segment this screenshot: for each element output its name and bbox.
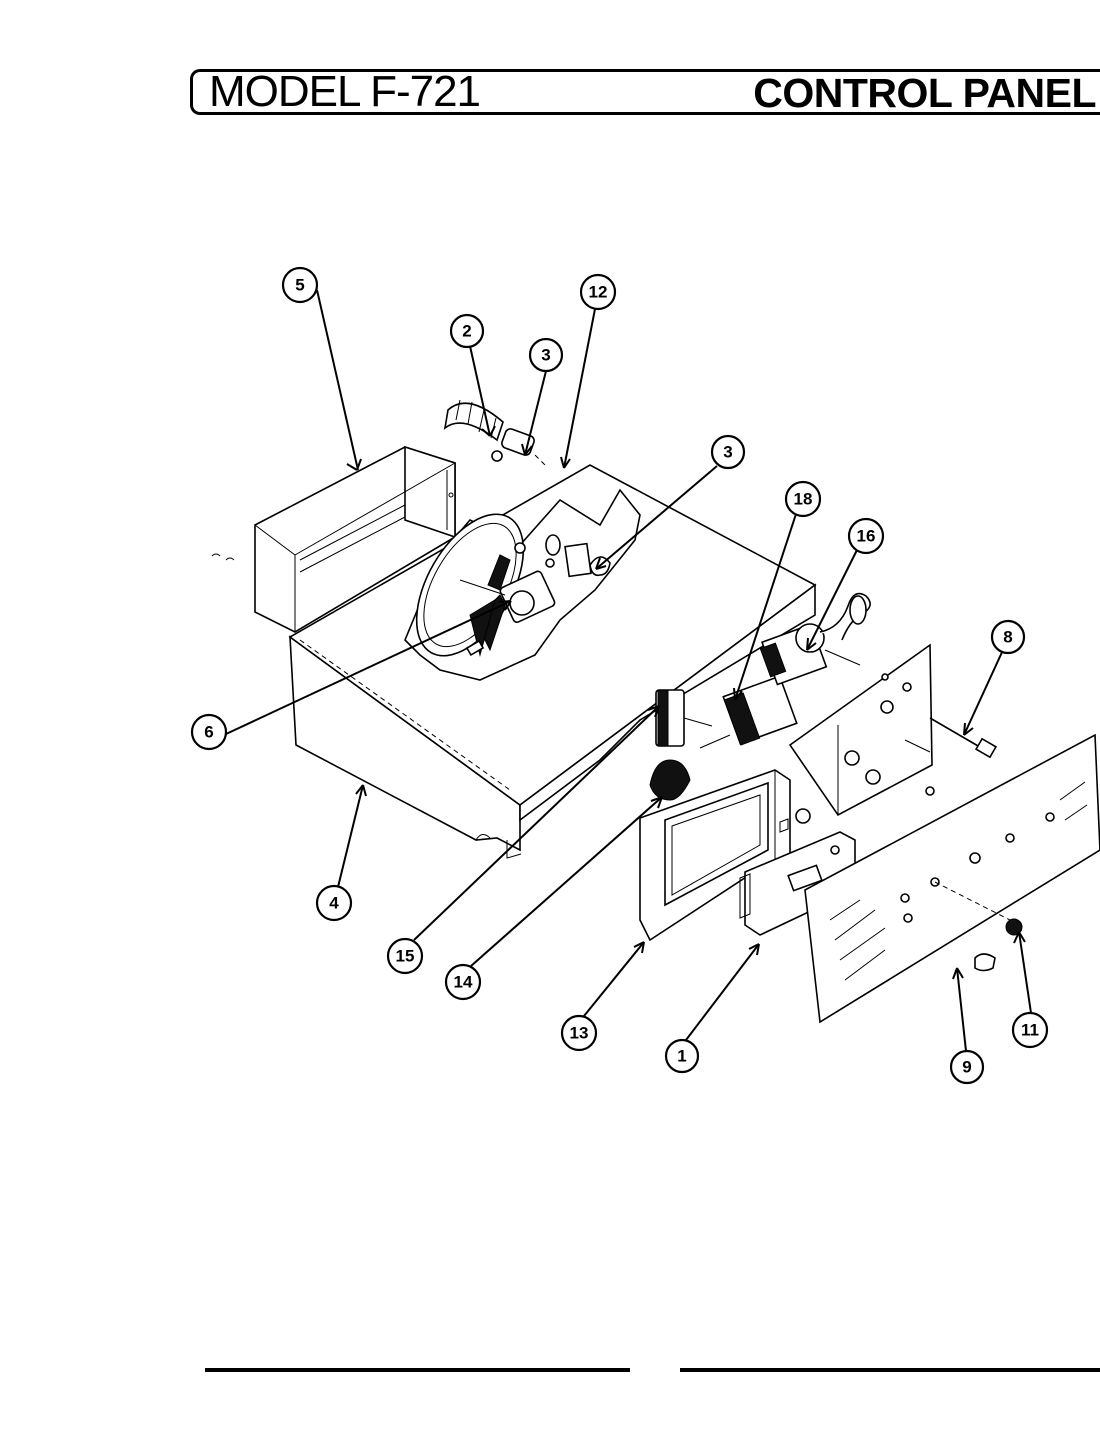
callout-13-label: 13 [570,1024,589,1043]
callout-4: 4 [315,884,353,922]
mounting-bracket [788,643,935,824]
callout-8-label: 8 [1003,628,1012,647]
part-14-knob [649,759,691,801]
callout-12: 12 [579,273,617,311]
part-9-knob [974,953,996,972]
callout-1: 1 [664,1038,700,1074]
model-title: MODEL F-721 [209,67,481,116]
callout-3-mid: 3 [710,434,746,470]
callout-15-label: 15 [396,947,415,966]
callout-18: 18 [784,480,822,518]
callout-3-top-label: 3 [541,346,550,365]
callout-1-label: 1 [677,1047,686,1066]
leader-lines [225,289,1032,1052]
callout-5: 5 [281,266,319,304]
footer-rule-left [205,1368,630,1372]
part-6-fan-motor [415,513,611,657]
title-banner: MODEL F-721 CONTROL PANEL [190,67,1100,116]
part-11-button [1005,918,1023,936]
callout-6-label: 6 [204,723,213,742]
callout-4-label: 4 [329,894,339,913]
callout-15: 15 [386,937,424,975]
part-8-pin [929,717,998,759]
callout-11-label: 11 [1021,1021,1039,1040]
part-1-control-board [739,831,856,936]
callout-2-label: 2 [462,322,471,341]
callout-6: 6 [190,713,228,751]
front-glass-panel [804,733,1100,1024]
callout-16: 16 [847,517,885,555]
part-13-frame [639,769,791,942]
callout-9: 9 [949,1049,985,1085]
callout-8: 8 [990,619,1026,655]
footer-rule-right [680,1368,1100,1372]
callout-3-mid-label: 3 [723,443,732,462]
callout-12-label: 12 [589,283,608,302]
part-18-switch [699,675,798,749]
callout-9-label: 9 [962,1058,971,1077]
callout-3-top: 3 [528,337,564,373]
callout-13: 13 [560,1014,598,1052]
callout-14-label: 14 [454,973,473,992]
callout-14: 14 [444,963,482,1001]
callout-16-label: 16 [857,527,876,546]
callout-2: 2 [449,313,485,349]
section-title: CONTROL PANEL [753,70,1096,116]
callout-18-label: 18 [794,490,813,509]
callout-5-label: 5 [295,276,304,295]
part-16-thermostat [759,592,871,686]
part-15-switch [655,689,713,747]
callout-11: 11 [1011,1011,1049,1049]
